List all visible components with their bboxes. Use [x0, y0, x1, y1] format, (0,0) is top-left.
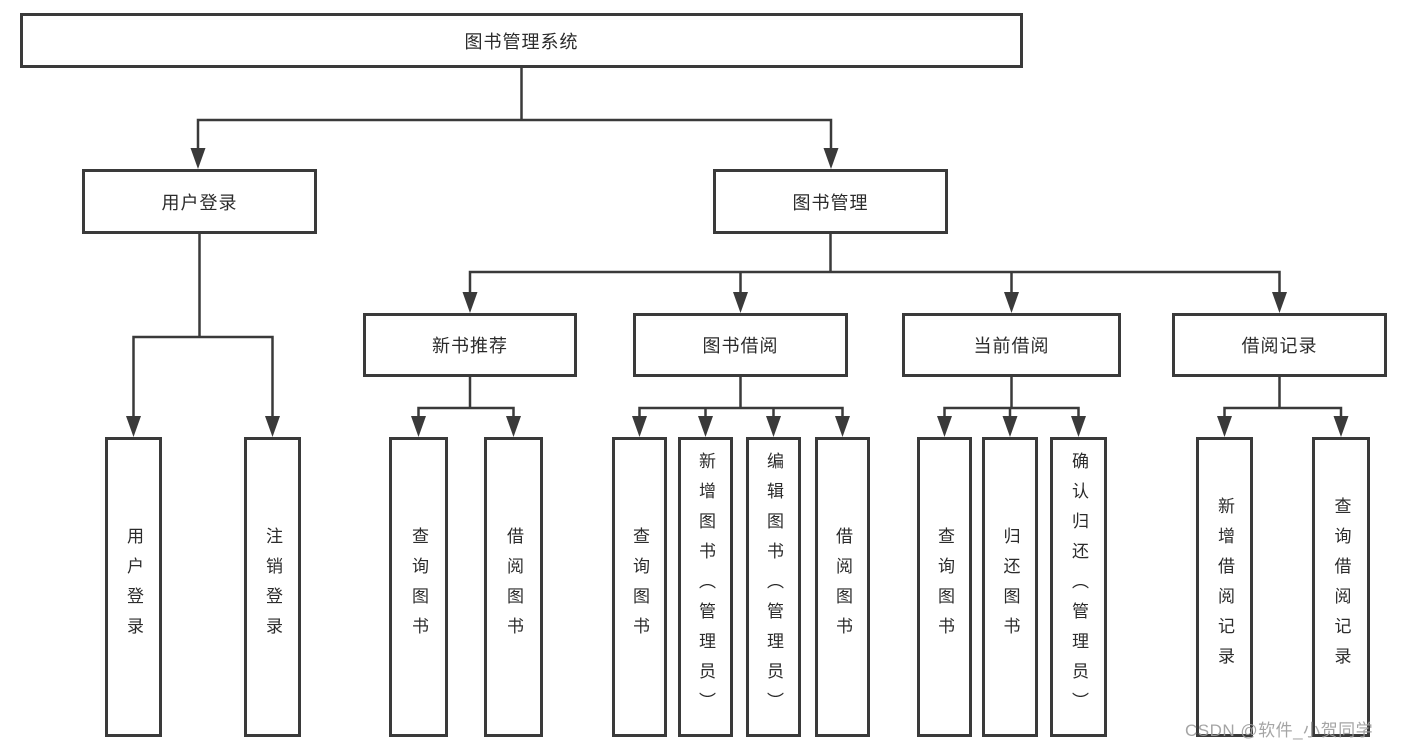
node-label: 图书借阅: [702, 336, 779, 356]
leaf-borrow-books-borrowing: 借阅图书: [815, 437, 870, 737]
node-label: 借阅记录: [1241, 336, 1318, 356]
leaf-label: 新增图书（管理员）: [696, 452, 715, 722]
node-label: 新书推荐: [432, 336, 508, 356]
node-current-borrowing: 当前借阅: [902, 313, 1121, 377]
node-borrowing-records: 借阅记录: [1172, 313, 1387, 377]
leaf-query-borrow-record: 查询借阅记录: [1312, 437, 1370, 737]
leaf-label: 借阅图书: [504, 527, 523, 647]
node-user-login: 用户登录: [82, 169, 317, 234]
connector-stroke-group: [132, 68, 1343, 418]
leaf-label: 查询借阅记录: [1331, 497, 1351, 677]
node-library-management-system: 图书管理系统: [20, 13, 1023, 68]
watermark-text: CSDN @软件_小贺同学: [1185, 721, 1374, 740]
leaf-label: 借阅图书: [833, 527, 852, 647]
node-new-book-recommendation: 新书推荐: [363, 313, 577, 377]
leaf-confirm-return-admin: 确认归还（管理员）: [1050, 437, 1107, 737]
leaf-label: 用户登录: [124, 527, 143, 647]
leaf-add-borrow-record: 新增借阅记录: [1196, 437, 1253, 737]
leaf-label: 注销登录: [263, 527, 282, 647]
arrowhead-group: [126, 148, 1349, 437]
node-label: 用户登录: [161, 192, 238, 213]
node-label: 图书管理系统: [464, 31, 579, 52]
leaf-edit-books-admin: 编辑图书（管理员）: [746, 437, 801, 737]
leaf-label: 编辑图书（管理员）: [764, 452, 783, 722]
leaf-user-login: 用户登录: [105, 437, 162, 737]
leaf-label: 查询图书: [409, 527, 428, 647]
leaf-return-books: 归还图书: [982, 437, 1038, 737]
node-book-borrowing: 图书借阅: [633, 313, 848, 377]
leaf-label: 查询图书: [630, 527, 649, 647]
leaf-query-books-borrowing: 查询图书: [612, 437, 667, 737]
leaf-label: 新增借阅记录: [1215, 497, 1234, 677]
leaf-add-books-admin: 新增图书（管理员）: [678, 437, 733, 737]
leaf-label: 归还图书: [1000, 527, 1020, 647]
leaf-label: 确认归还（管理员）: [1069, 452, 1088, 722]
node-book-management: 图书管理: [713, 169, 948, 234]
leaf-query-books-recommend: 查询图书: [389, 437, 448, 737]
leaf-label: 查询图书: [935, 527, 954, 647]
leaf-query-books-current: 查询图书: [917, 437, 972, 737]
leaf-logout-login: 注销登录: [244, 437, 301, 737]
node-label: 图书管理: [792, 192, 869, 213]
node-label: 当前借阅: [973, 336, 1050, 356]
leaf-borrow-books-recommend: 借阅图书: [484, 437, 543, 737]
